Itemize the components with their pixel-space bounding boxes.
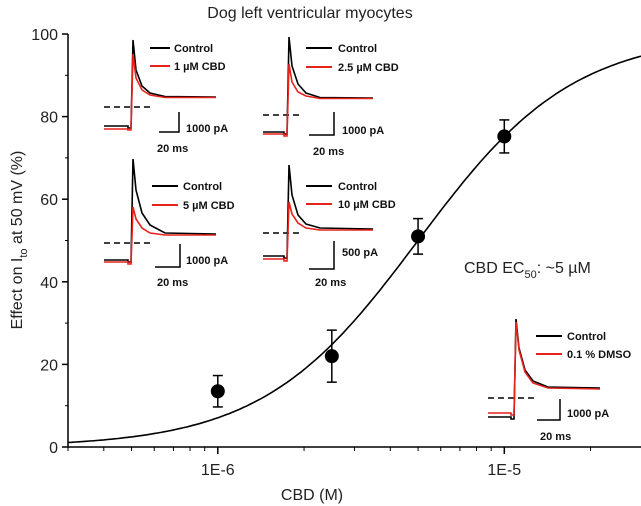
inset-trace-4: Control 10 µM CBD 500 pA 20 ms (263, 164, 396, 289)
inset-2-drug-label: 2.5 µM CBD (338, 62, 399, 74)
inset-2-time-scale: 20 ms (313, 146, 344, 158)
fit-curve (67, 55, 641, 444)
y-tick-label: 80 (40, 110, 58, 127)
chart-title: Dog left ventricular myocytes (207, 5, 412, 22)
y-tick-label: 100 (31, 27, 58, 44)
inset-5-time-scale: 20 ms (540, 431, 571, 443)
inset-3-current-scale: 1000 pA (186, 255, 228, 267)
inset-1-time-scale: 20 ms (157, 143, 188, 155)
inset-trace-2: Control 2.5 µM CBD 1000 pA 20 ms (263, 36, 399, 158)
y-tick-label: 60 (40, 192, 58, 209)
y-axis-ticks: 0 20 40 60 80 100 (31, 27, 68, 457)
x-tick-label: 1E-6 (201, 462, 235, 479)
y-tick-label: 0 (49, 440, 58, 457)
y-tick-label: 20 (40, 357, 58, 374)
inset-5-control-label: Control (567, 331, 606, 343)
inset-4-control-label: Control (338, 181, 377, 193)
ec50-annotation: CBD EC50: ~5 µM (464, 260, 591, 281)
inset-5-drug-label: 0.1 % DMSO (567, 349, 632, 361)
x-axis-ticks: 1E-6 1E-5 (67, 447, 592, 479)
inset-4-time-scale: 20 ms (315, 277, 346, 289)
inset-3-drug-label: 5 µM CBD (183, 200, 235, 212)
y-tick-label: 40 (40, 275, 58, 292)
data-point (497, 129, 512, 144)
inset-1-current-scale: 1000 pA (186, 123, 228, 135)
inset-4-drug-label: 10 µM CBD (338, 199, 396, 211)
inset-trace-1: Control 1 µM CBD 1000 pA 20 ms (104, 39, 228, 155)
x-axis-label: CBD (M) (281, 487, 343, 504)
inset-trace-5: Control 0.1 % DMSO 1000 pA 20 ms (488, 318, 632, 443)
data-point (411, 229, 426, 244)
data-point (210, 384, 225, 399)
inset-1-control-label: Control (174, 43, 213, 55)
inset-2-current-scale: 1000 pA (342, 125, 384, 137)
inset-3-time-scale: 20 ms (157, 277, 188, 289)
data-point (324, 349, 339, 364)
inset-4-current-scale: 500 pA (342, 247, 378, 259)
y-axis-label: Effect on Ito at 50 mV (%) (9, 151, 30, 330)
inset-5-current-scale: 1000 pA (567, 408, 609, 420)
inset-2-control-label: Control (338, 43, 377, 55)
x-tick-label: 1E-5 (487, 462, 521, 479)
data-points (210, 119, 512, 408)
inset-1-drug-label: 1 µM CBD (174, 61, 226, 73)
inset-trace-3: Control 5 µM CBD 1000 pA 20 ms (104, 158, 235, 289)
inset-3-control-label: Control (183, 181, 222, 193)
